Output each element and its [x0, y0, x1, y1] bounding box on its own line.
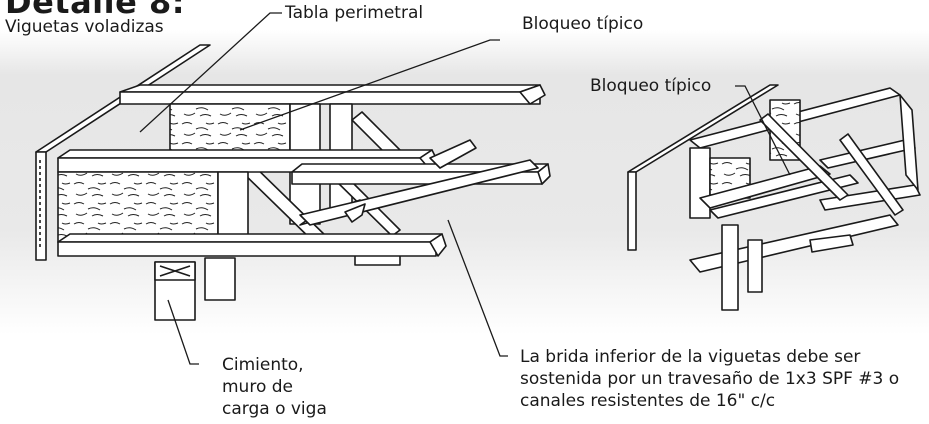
blocking-front: [57, 171, 249, 243]
label-foundation-line-1: Cimiento,: [222, 355, 304, 375]
leader-rim-board: [139, 12, 282, 133]
label-rim-board: Tabla perimetral: [285, 3, 424, 23]
front-joist-bottom: [57, 233, 447, 257]
cantilever-ends: [291, 139, 551, 226]
label-bottom-flange-line-2: sostenida por un travesaño de 1x3 SPF #3…: [520, 369, 900, 389]
leader-foundation: [167, 299, 199, 365]
leader-lines: [139, 12, 791, 365]
label-blocking-detail: Bloqueo típico: [590, 76, 712, 96]
label-bottom-flange-line-3: canales resistentes de 16" c/c: [520, 391, 776, 411]
back-joist-top: [119, 84, 546, 105]
label-blocking-main: Bloqueo típico: [522, 14, 644, 34]
figure-subtitle: Viguetas voladizas: [5, 17, 164, 37]
leader-blocking-main: [239, 39, 500, 131]
foundation-support: [154, 254, 401, 321]
leader-blocking-detail: [735, 85, 791, 176]
label-bottom-flange-line-1: La brida inferior de la viguetas debe se…: [520, 347, 861, 367]
leader-bottom-flange: [447, 219, 508, 357]
blocking-detail-drawing: [627, 84, 921, 311]
figure-title: Detalle 8:: [5, 0, 185, 21]
label-foundation-line-2: muro de: [222, 377, 294, 397]
label-foundation: Cimiento, muro de carga o viga: [222, 354, 327, 420]
label-bottom-flange: La brida inferior de la viguetas debe se…: [520, 346, 899, 412]
label-foundation-line-3: carga o viga: [222, 399, 327, 419]
